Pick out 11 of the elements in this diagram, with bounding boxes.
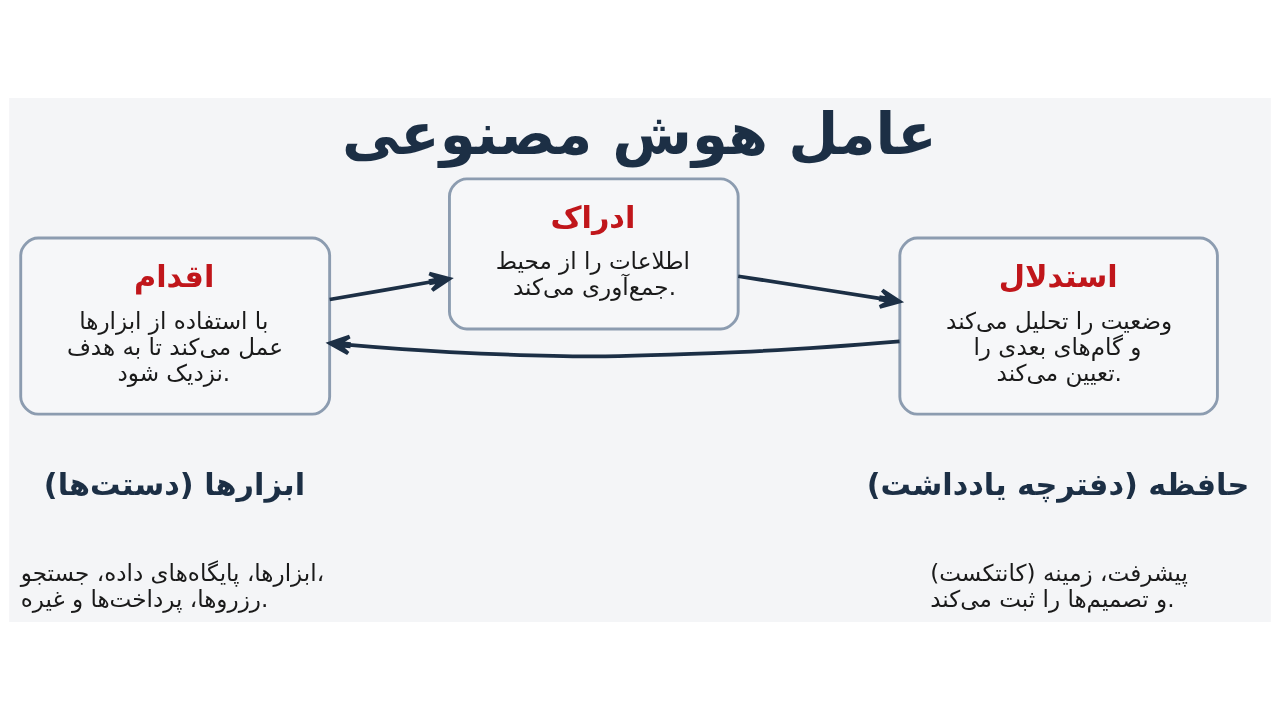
node-box: ادراک اطلاعات را از محیط جمع‌آوری می‌کند. [448, 177, 740, 331]
arrow [737, 274, 902, 309]
node-box: اقدام با استفاده از ابزارها عمل می‌کند تا به هدف نزدیک شود. [19, 236, 332, 416]
diagram-title: عامل هوش مصنوعی [341, 100, 937, 169]
label: حافظه (دفترچه یادداشت) [866, 466, 1250, 502]
label: پیشرفت، زمینه (کانتکست) و تصمیم‌ها را ثبت می‌کند. [930, 560, 1188, 613]
arrow [329, 271, 452, 302]
node-box: استدلال وضعیت را تحلیل می‌کند و گام‌های بعدی را تعیین می‌کند. [898, 236, 1219, 416]
label: ابزارها، پایگاه‌های داده، جستجو، رزروها، پرداخت‌ها و غیره. [20, 560, 325, 613]
label: ابزارها (دستت‌ها) [43, 466, 306, 502]
arrow [328, 334, 900, 359]
